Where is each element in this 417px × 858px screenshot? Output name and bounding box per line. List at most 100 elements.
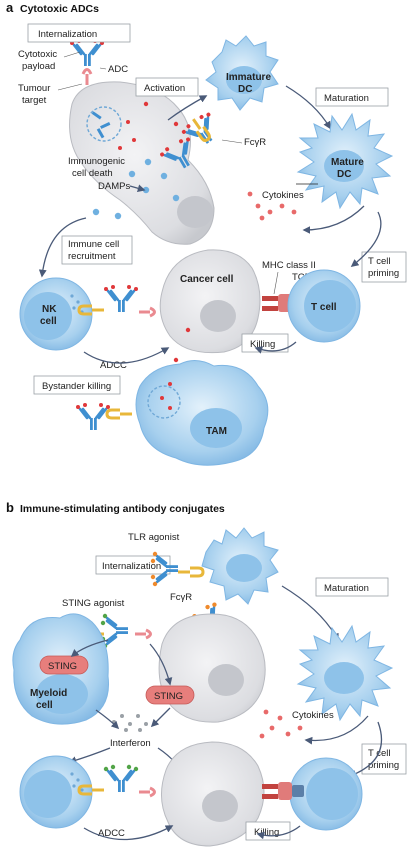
adcc-arrow-a <box>83 347 170 364</box>
t-cell-label-a: T cell <box>311 302 337 313</box>
activation-label: Activation <box>144 83 185 94</box>
adcc-label-a: ADCC <box>100 360 127 371</box>
myeloid-nucleus <box>36 674 88 714</box>
maturation-label-a: Maturation <box>324 93 369 104</box>
cancer-nucleus-b-upper <box>208 664 244 696</box>
t-cell-priming-arrow-b <box>348 721 383 778</box>
immature-dc-b <box>201 527 279 605</box>
killing-label-a: Killing <box>250 339 275 350</box>
t-cell-nucleus-b <box>306 768 358 820</box>
interferon-arrow-in-1 <box>95 709 120 730</box>
cancer-cell-b-upper <box>158 613 266 723</box>
bystander-box <box>33 375 121 395</box>
internalization-label-b: Internalization <box>102 561 161 572</box>
immune-recruit-box <box>61 235 133 265</box>
t-cell-priming-box-b <box>361 743 407 775</box>
internalization-box-a <box>27 23 131 43</box>
sting-target <box>133 628 152 640</box>
cytokine-arrow-a <box>302 205 365 234</box>
tlr-adc <box>150 551 178 587</box>
nk-target-b <box>137 786 156 798</box>
dying-cell-nucleus <box>177 196 213 228</box>
mhc-label: MHC class II <box>262 260 316 271</box>
cancer-cell-nucleus-a <box>200 300 236 332</box>
cytokines-label-a: Cytokines <box>262 190 304 201</box>
sting-agonist-arrow-cancer <box>149 643 173 686</box>
tam-endosome <box>147 385 181 419</box>
tumour-target-label-1: Tumour <box>18 83 50 94</box>
t-cell-nucleus-a <box>304 280 356 332</box>
endosome <box>86 106 122 142</box>
t-cell-priming-label-a-2: priming <box>368 268 399 279</box>
recruit-arrow <box>38 217 87 278</box>
activation-arrow <box>167 95 208 121</box>
sting-label-myeloid: STING <box>48 661 77 672</box>
killing-arrow-b <box>256 825 301 840</box>
icd-label-1: Immunogenic <box>68 156 125 167</box>
cytokine-dots-a <box>247 191 297 221</box>
maturation-box-a <box>315 87 389 107</box>
nk-adc <box>102 283 140 314</box>
sting-agonist-label: STING agonist <box>62 598 125 609</box>
cancer-nucleus-b-lower <box>202 790 238 822</box>
maturation-box-b <box>315 577 389 597</box>
internalized-adc <box>91 111 111 139</box>
adc-label: ADC <box>108 64 128 75</box>
tlr-fcgr <box>176 566 205 578</box>
maturation-arrow-a <box>285 85 331 130</box>
interferon-arrow-in-2 <box>150 707 171 728</box>
bystander-adc <box>74 401 112 432</box>
t-cell-priming-label-b-2: priming <box>368 760 399 771</box>
immune-recruit-label-2: recruitment <box>68 251 116 262</box>
killing-label-b: Killing <box>254 827 279 838</box>
t-cell-priming-label-a-1: T cell <box>368 256 391 267</box>
fcgr-label-b: FcγR <box>170 592 192 603</box>
cytotoxic-payload-label-2: payload <box>22 61 55 72</box>
nk-label-2: cell <box>40 316 57 327</box>
adcc-arrow-b <box>83 825 174 841</box>
icd-label-2: cell death <box>72 168 113 179</box>
mature-dc-label-1: Mature <box>331 157 364 168</box>
adc-on-surface <box>68 37 106 87</box>
panel-b-letter: b <box>6 500 14 515</box>
tam-payload-dots <box>160 357 179 410</box>
cancer-cell-label-a: Cancer cell <box>180 274 234 285</box>
immature-dc-label-2: DC <box>238 84 252 95</box>
cancer-cell-a <box>159 249 261 354</box>
sting-label-cancer: STING <box>154 691 183 702</box>
sting-pill-myeloid <box>39 655 89 675</box>
interferon-dots <box>112 714 148 732</box>
cytotoxic-payload-label-1: Cytotoxic <box>18 49 57 60</box>
interferon-label: Interferon <box>110 738 151 749</box>
nk-cell-nucleus <box>24 292 72 340</box>
t-cell-priming-arrow-a <box>350 211 382 267</box>
tam-nucleus <box>190 408 242 448</box>
tlr-agonist-label: TLR agonist <box>128 532 180 543</box>
damps-arrow <box>129 184 146 193</box>
t-cell-priming-label-b-1: T cell <box>368 748 391 759</box>
myeloid-label-1: Myeloid <box>30 688 67 699</box>
sting-pill-cancer <box>145 685 195 705</box>
cytokines-label-b: Cytokines <box>292 710 334 721</box>
mhc-tcr-complex-b <box>262 782 304 800</box>
panel-a-title: Cytotoxic ADCs <box>20 3 99 15</box>
cytokine-arrow-b <box>304 715 369 745</box>
bystander-label: Bystander killing <box>42 381 111 392</box>
activation-box <box>135 77 199 97</box>
mature-dc-b <box>296 624 394 722</box>
bystander-fcgr <box>105 408 134 420</box>
sting-agonist-arrow-myeloid <box>70 639 109 657</box>
mature-dc-label-2: DC <box>337 169 351 180</box>
nk-label-1: NK <box>42 304 57 315</box>
immature-dc <box>205 35 279 111</box>
nk-target <box>137 306 156 318</box>
fcgr-label-a: FcγR <box>244 137 266 148</box>
panel-b-title: Immune-stimulating antibody conjugates <box>20 503 225 515</box>
interferon-arrow-out-1 <box>68 747 111 764</box>
nk-adc-b <box>103 764 139 792</box>
released-payload-dots <box>118 101 179 150</box>
nk-granules-b <box>70 772 84 792</box>
maturation-label-b: Maturation <box>324 583 369 594</box>
tumour-target-label-2: target <box>22 95 47 106</box>
